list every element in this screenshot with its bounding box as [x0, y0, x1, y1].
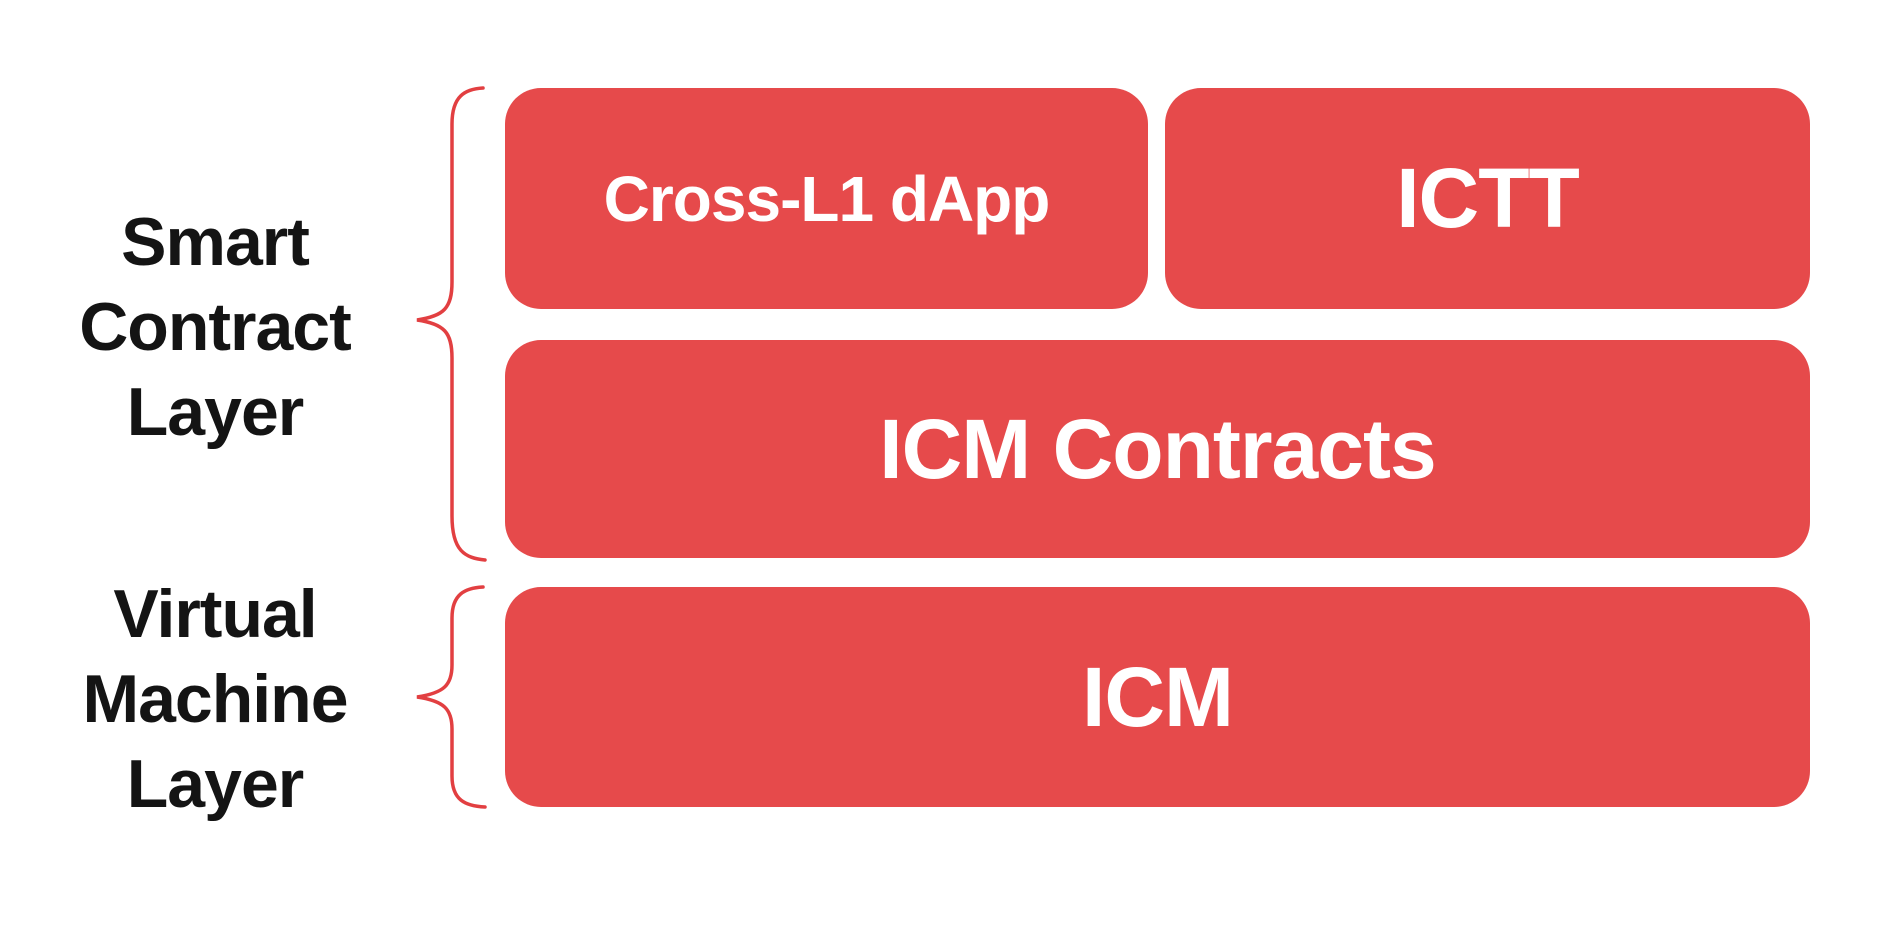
box-cross-l1-dapp: Cross-L1 dApp	[505, 88, 1148, 309]
box-icm-contracts: ICM Contracts	[505, 340, 1810, 558]
layer-label-smart-contract: Smart Contract Layer	[79, 204, 352, 450]
box-ictt-label: ICTT	[1396, 151, 1580, 245]
box-icm-contracts-label: ICM Contracts	[879, 401, 1436, 496]
curly-brace-icon-virtual-machine	[416, 585, 487, 809]
box-icm-label: ICM	[1082, 649, 1234, 744]
box-icm: ICM	[505, 587, 1810, 807]
layer-label-virtual-machine: Virtual Machine Layer	[82, 576, 348, 822]
curly-brace-icon-smart-contract	[416, 86, 487, 562]
box-ictt: ICTT	[1165, 88, 1810, 309]
box-cross-l1-dapp-label: Cross-L1 dApp	[603, 162, 1051, 235]
